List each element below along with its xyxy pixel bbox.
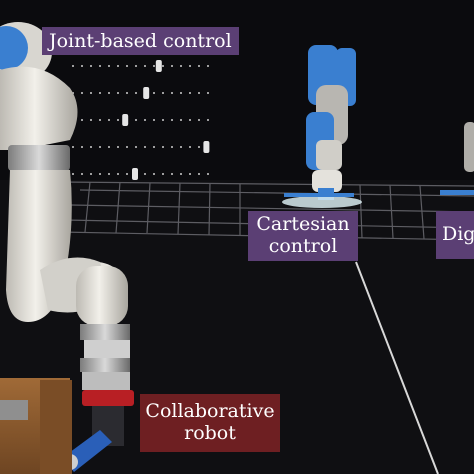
cartesian-robot-model <box>282 45 362 208</box>
label-cartesian-line1: Cartesian <box>256 213 350 236</box>
label-cartesian-control: Cartesian control <box>248 211 358 261</box>
joint-slider-knob <box>132 168 138 180</box>
label-collab-line2: robot <box>184 422 236 444</box>
label-collaborative-robot: Collaborative robot <box>140 394 280 452</box>
label-cartesian-line2: control <box>268 235 338 257</box>
joint-slider-knob <box>143 87 150 99</box>
collaborative-robot-arm <box>0 22 134 472</box>
joint-slider-knob <box>203 141 210 153</box>
joint-slider-knob <box>155 60 162 72</box>
label-joint-based-control: Joint-based control <box>42 27 239 55</box>
cable <box>355 261 439 474</box>
label-collab-line1: Collaborative <box>145 400 275 423</box>
digital-robot-model <box>440 122 474 195</box>
wooden-box <box>0 378 72 474</box>
label-digital-partial: Dig <box>436 211 474 259</box>
wire-shelf <box>59 181 474 241</box>
joint-slider-knob <box>122 114 129 126</box>
joint-slider-panel <box>72 60 212 180</box>
